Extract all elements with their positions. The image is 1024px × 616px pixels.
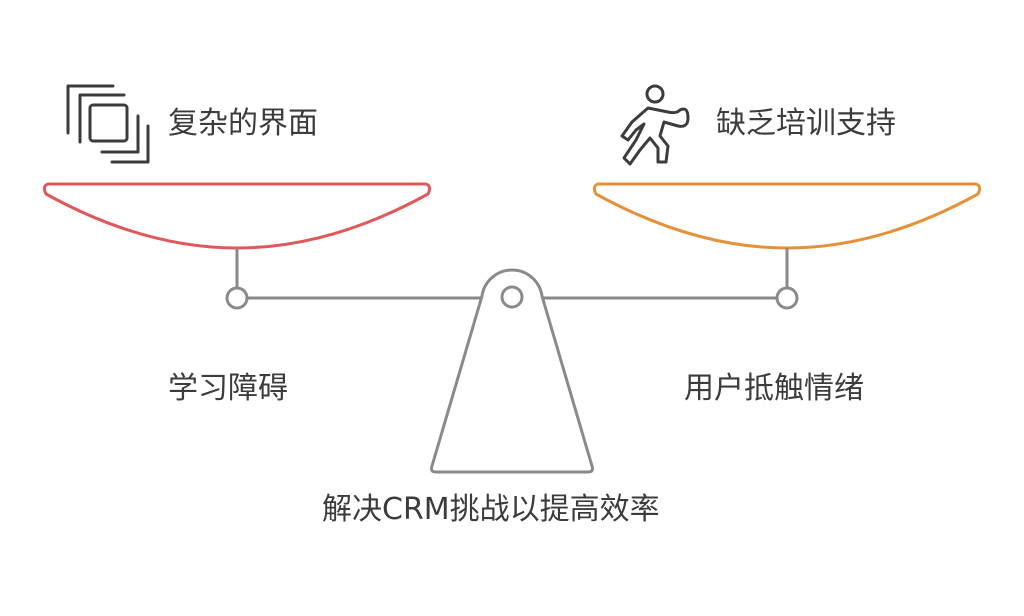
center-goal-label: 解决CRM挑战以提高效率 (322, 492, 660, 527)
fulcrum (430, 268, 594, 474)
pivot-circle (500, 285, 524, 309)
right-pan (592, 182, 982, 250)
overlapping-windows-icon (66, 84, 150, 164)
left-joint (225, 286, 249, 310)
complex-interface-label: 复杂的界面 (168, 106, 318, 141)
lack-of-training-label: 缺乏培训支持 (716, 106, 896, 141)
learning-barrier-label: 学习障碍 (168, 371, 288, 406)
right-joint (775, 286, 799, 310)
person-struggling-icon (620, 84, 690, 166)
user-resistance-label: 用户抵触情绪 (684, 371, 864, 406)
left-pan (42, 182, 432, 250)
